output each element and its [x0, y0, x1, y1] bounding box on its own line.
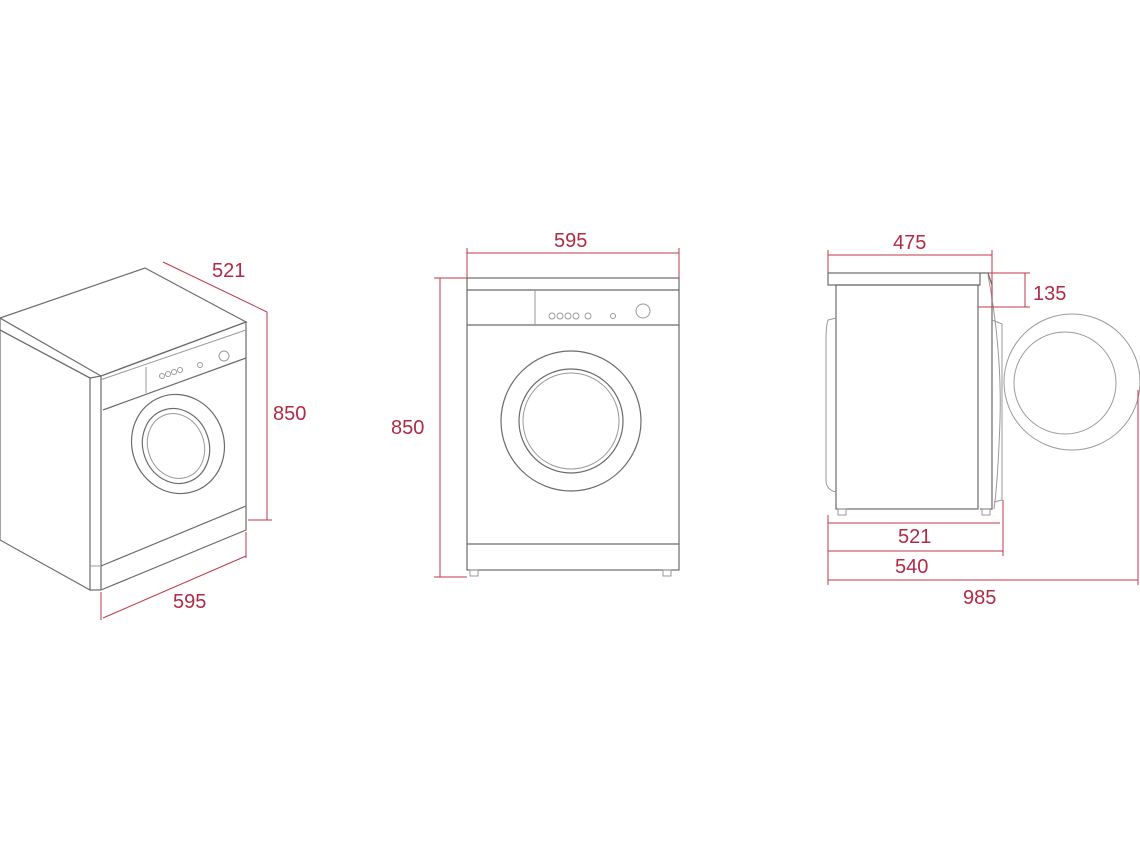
control-buttons-front-icon — [548, 303, 651, 320]
front-width-dimension — [466, 248, 680, 278]
side-top-depth-dimension — [827, 250, 993, 300]
iso-height-dimension — [248, 312, 272, 521]
side-depth-with-door-label: 540 — [895, 556, 928, 578]
iso-height-label: 850 — [273, 403, 306, 425]
side-view: 475 135 521 540 985 — [825, 232, 1140, 609]
iso-width-label: 595 — [173, 591, 206, 613]
side-top-depth-label: 475 — [893, 232, 926, 254]
side-door-offset-label: 135 — [1033, 283, 1066, 305]
side-body-depth-label: 521 — [898, 526, 931, 548]
iso-depth-dimension — [162, 261, 268, 313]
isometric-view: 521 850 595 — [0, 260, 306, 620]
side-depth-door-open-dimension — [828, 390, 1139, 585]
side-depth-door-open-label: 985 — [963, 587, 996, 609]
side-body-depth-dimension — [827, 515, 1000, 585]
iso-depth-label: 521 — [212, 260, 245, 282]
front-height-label: 850 — [391, 417, 424, 439]
side-depth-with-door-dimension — [828, 500, 1004, 556]
front-height-dimension — [434, 277, 467, 578]
control-buttons-iso-icon — [159, 350, 230, 379]
open-door-icon — [1003, 313, 1140, 451]
iso-width-dimension — [100, 532, 247, 620]
front-width-label: 595 — [554, 230, 587, 252]
front-view: 595 850 — [391, 230, 680, 578]
side-door-offset-dimension — [978, 272, 1030, 308]
